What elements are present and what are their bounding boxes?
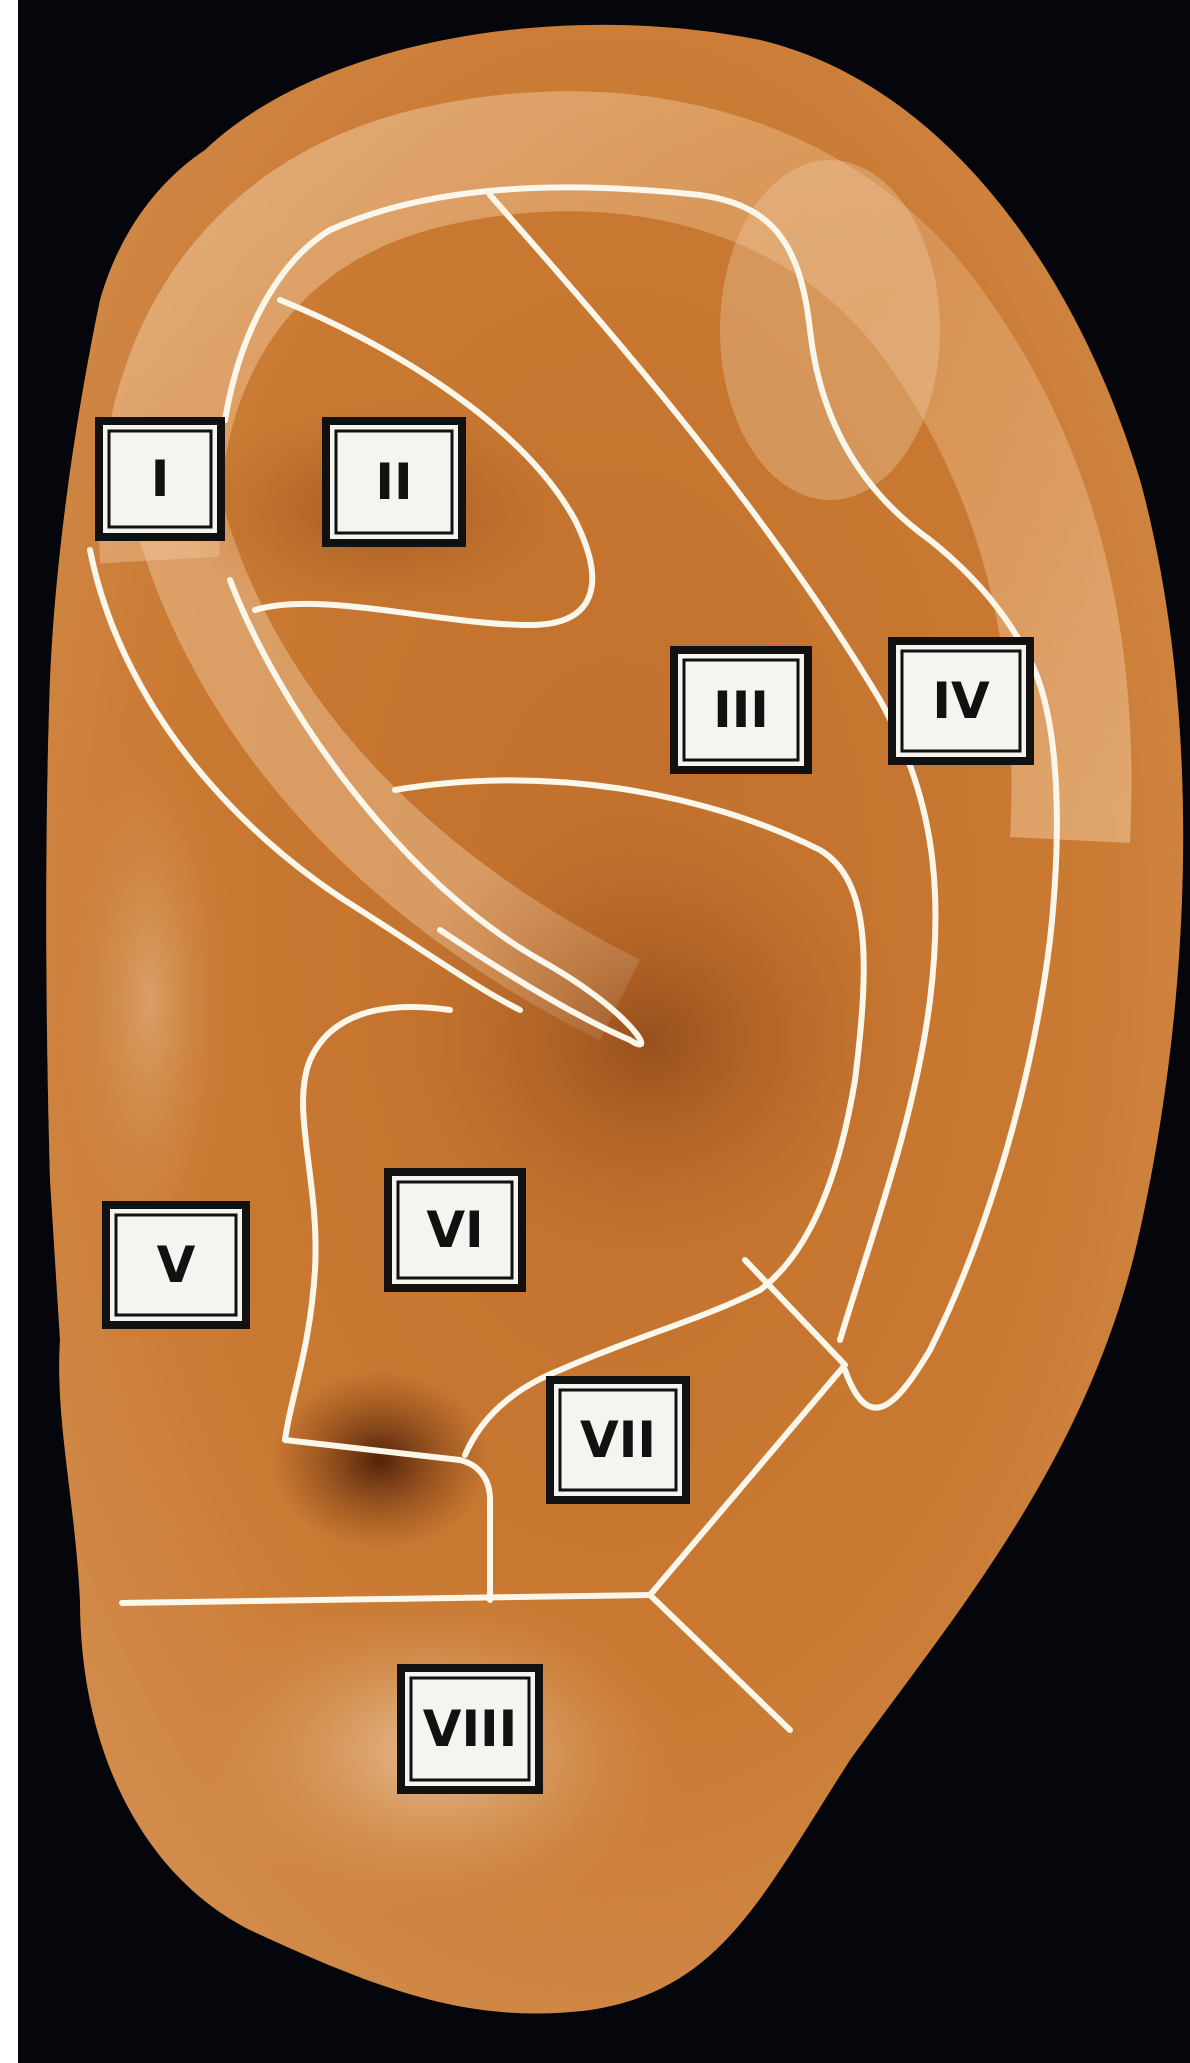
region-box-VI: VI xyxy=(384,1168,526,1292)
region-box-VII: VII xyxy=(546,1376,690,1504)
region-box-IV: IV xyxy=(888,637,1034,765)
region-label-VII: VII xyxy=(580,1411,656,1469)
region-label-VI: VI xyxy=(426,1201,483,1259)
region-label-IV: IV xyxy=(932,672,990,730)
region-label-VIII: VIII xyxy=(423,1700,518,1758)
region-box-III: III xyxy=(670,646,812,774)
region-label-V: V xyxy=(157,1236,196,1294)
region-box-II: II xyxy=(322,417,466,547)
region-label-III: III xyxy=(713,681,769,739)
tragus-highlight xyxy=(60,720,240,1280)
left-margin xyxy=(0,0,18,2063)
region-box-V: V xyxy=(102,1201,250,1329)
region-label-I: I xyxy=(151,450,170,508)
region-box-I: I xyxy=(95,417,225,541)
region-box-VIII: VIII xyxy=(397,1664,543,1794)
region-label-II: II xyxy=(375,453,412,511)
